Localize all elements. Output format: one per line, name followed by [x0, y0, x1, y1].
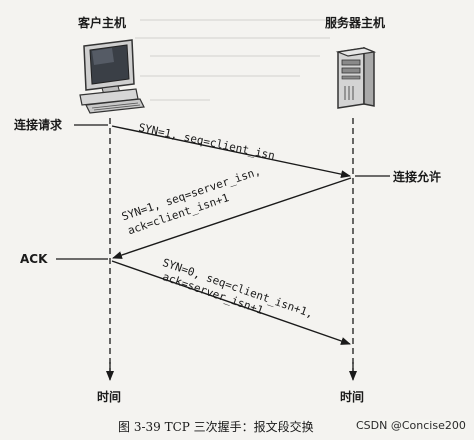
- watermark: CSDN @Concise200: [356, 419, 466, 432]
- figure-caption: 图 3-39 TCP 三次握手：报文段交换: [118, 420, 314, 434]
- ack-event-label: ACK: [20, 252, 48, 266]
- synack-arrow: [112, 177, 352, 259]
- desktop-computer-icon: [79, 39, 145, 114]
- server-time-label: 时间: [340, 390, 365, 404]
- server-tower-icon: [335, 46, 377, 109]
- server-host-title: 服务器主机: [325, 16, 386, 30]
- syn-arrow: [111, 125, 351, 179]
- background-text-ghost: [135, 19, 340, 101]
- client-time-label: 时间: [97, 390, 122, 404]
- client-host-title: 客户主机: [78, 16, 127, 30]
- connect-grant-label: 连接允许: [393, 170, 442, 184]
- connect-request-label: 连接请求: [14, 118, 63, 132]
- ack-arrow: [111, 260, 351, 345]
